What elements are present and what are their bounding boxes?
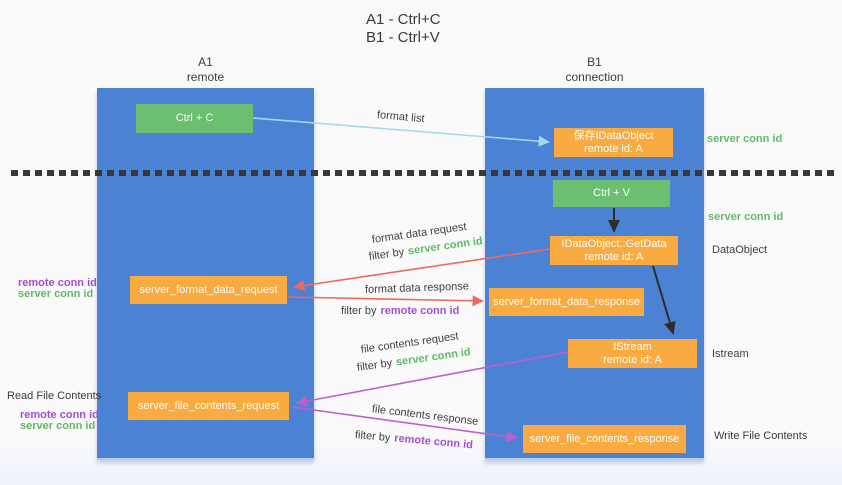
filter-by-text: filter by xyxy=(368,246,405,263)
server-conn-id-annotation: server conn id xyxy=(20,420,96,432)
lane-b1-subtitle: connection xyxy=(565,70,624,84)
diagram-title: A1 - Ctrl+C B1 - Ctrl+V xyxy=(366,11,441,47)
lane-a1-subtitle: remote xyxy=(186,70,225,84)
annotation-server-conn-id-top: server conn id xyxy=(707,133,783,145)
node-ctrl-v: Ctrl + V xyxy=(553,180,670,207)
annotation-istream: Istream xyxy=(712,348,749,360)
node-ctrl-c-label: Ctrl + C xyxy=(175,112,214,124)
node-file-response-label: server_file_contents_response xyxy=(529,432,680,445)
lane-header-b1: B1 connection xyxy=(485,55,704,85)
node-server-file-contents-request: server_file_contents_request xyxy=(128,392,289,420)
node-save-idataobject-line1: 保存IDataObject xyxy=(573,129,654,142)
node-istream: IStream remote id: A xyxy=(568,339,697,368)
node-istream-line1: IStream xyxy=(613,340,652,353)
node-istream-line2: remote id: A xyxy=(603,353,662,366)
node-server-file-contents-response: server_file_contents_response xyxy=(523,425,686,453)
annotation-read-file-contents: Read File Contents xyxy=(7,390,102,402)
server-conn-id-annotation: server conn id xyxy=(18,288,94,300)
title-line-a1: A1 - Ctrl+C xyxy=(366,11,441,28)
arrow-format-data-response xyxy=(287,295,484,307)
lane-header-a1: A1 remote xyxy=(97,55,314,85)
node-ctrl-v-label: Ctrl + V xyxy=(593,187,630,199)
label-format-data-response: format data response xyxy=(364,280,470,296)
lane-b1-name: B1 xyxy=(587,55,602,69)
remote-conn-id-text: remote conn id xyxy=(393,432,474,452)
node-getdata-line1: IDataObject::GetData xyxy=(561,237,667,250)
label-format-list: format list xyxy=(376,109,426,126)
annotation-conn-ids-file: remote conn id server conn id xyxy=(20,410,99,432)
annotation-server-conn-id-mid: server conn id xyxy=(708,211,784,223)
title-line-b1: B1 - Ctrl+V xyxy=(366,29,440,46)
node-server-format-data-response: server_format_data_response xyxy=(489,288,644,316)
node-save-idataobject: 保存IDataObject remote id: A xyxy=(554,128,673,157)
annotation-conn-ids-format: remote conn id server conn id xyxy=(18,278,97,300)
remote-conn-id-annotation: remote conn id xyxy=(20,409,99,421)
node-file-request-label: server_file_contents_request xyxy=(137,399,280,412)
remote-conn-id-annotation: remote conn id xyxy=(18,277,97,289)
annotation-dataobject: DataObject xyxy=(712,244,768,256)
node-server-format-data-request: server_format_data_request xyxy=(130,276,287,304)
node-ctrl-c: Ctrl + C xyxy=(136,104,253,133)
annotation-write-file-contents: Write File Contents xyxy=(714,430,808,442)
node-format-request-label: server_format_data_request xyxy=(139,283,278,296)
lane-a1-name: A1 xyxy=(198,55,213,69)
filter-by-text: filter by xyxy=(341,305,377,317)
label-file-contents-response: file contents response xyxy=(371,403,479,428)
filter-by-text: filter by xyxy=(356,357,393,374)
remote-conn-id-text: remote conn id xyxy=(380,305,460,317)
node-format-response-label: server_format_data_response xyxy=(493,295,640,308)
node-idataobject-getdata: IDataObject::GetData remote id: A xyxy=(550,236,678,265)
node-getdata-line2: remote id: A xyxy=(584,250,644,263)
node-save-idataobject-line2: remote id: A xyxy=(584,142,643,155)
filter-by-text: filter by xyxy=(354,429,391,445)
